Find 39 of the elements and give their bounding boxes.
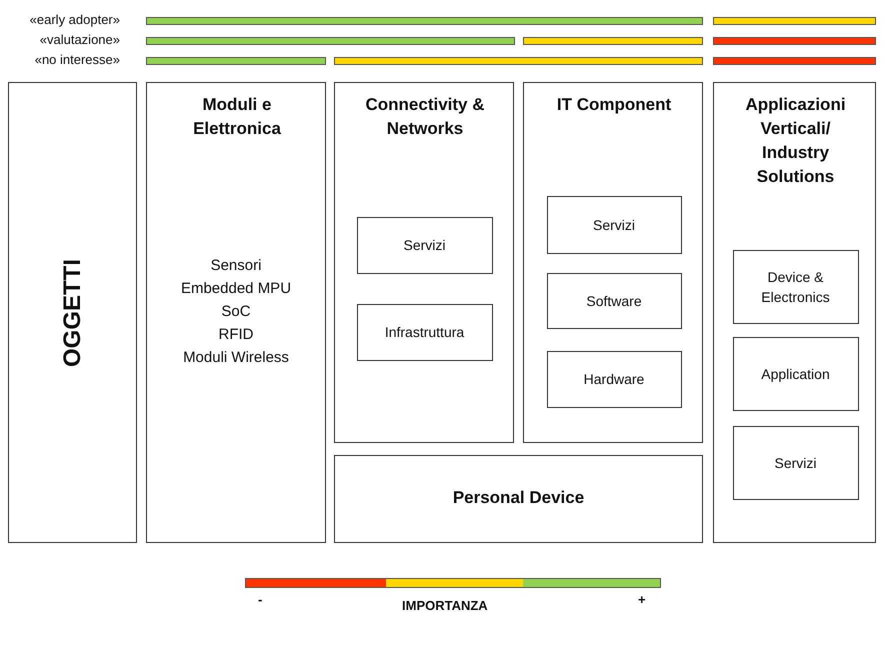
category-band xyxy=(334,455,703,543)
component-label: Servizi xyxy=(402,236,446,255)
component-box xyxy=(732,336,858,410)
panel-title: Moduli e Elettronica xyxy=(192,94,282,140)
category-panel xyxy=(713,82,876,543)
panel-title: Connectivity & Networks xyxy=(364,94,486,140)
list-item: Sensori xyxy=(210,256,262,276)
list-item: RFID xyxy=(218,325,254,345)
component-box xyxy=(732,426,858,500)
panel-title: Personal Device xyxy=(452,487,586,509)
component-label: Hardware xyxy=(582,370,646,389)
list-item: Moduli Wireless xyxy=(182,348,290,368)
status-label: «early adopter» xyxy=(30,12,120,27)
component-box xyxy=(732,250,858,324)
category-panel xyxy=(146,82,326,543)
component-box xyxy=(356,304,492,360)
component-label: Infrastruttura xyxy=(384,323,466,342)
panel-title: Applicazioni Verticali/ Industry Solutions xyxy=(744,94,847,188)
category-panel xyxy=(334,82,514,443)
list-item: Embedded MPU xyxy=(180,279,292,299)
component-label: Servizi xyxy=(773,454,818,472)
status-label: «valutazione» xyxy=(40,32,120,47)
vertical-title: OGGETTI xyxy=(58,258,86,366)
component-box xyxy=(356,216,492,274)
panel-title: IT Component xyxy=(556,94,672,116)
category-panel xyxy=(8,82,137,543)
component-label: Device & Electronics xyxy=(760,268,831,306)
scale-title: IMPORTANZA xyxy=(402,598,488,613)
component-box xyxy=(546,196,682,254)
category-panel xyxy=(523,82,703,443)
scale-plus: + xyxy=(638,592,646,607)
list-item: SoC xyxy=(220,302,252,322)
component-box xyxy=(546,272,682,328)
scale-minus: - xyxy=(258,592,262,607)
component-box xyxy=(546,350,682,408)
status-label: «no interesse» xyxy=(34,52,120,67)
component-label: Application xyxy=(760,364,831,384)
component-label: Software xyxy=(585,292,643,310)
component-label: Servizi xyxy=(592,216,636,234)
